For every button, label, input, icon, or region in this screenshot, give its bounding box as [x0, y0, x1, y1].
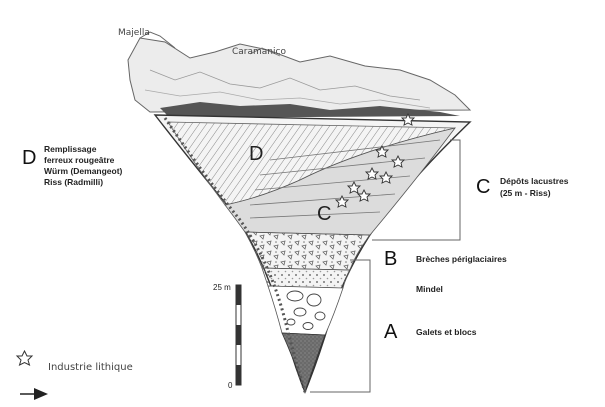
north-arrow-icon: [20, 388, 48, 400]
c-inlay-letter: C: [317, 203, 331, 225]
scale-bar: [236, 285, 241, 385]
c-letter: C: [476, 176, 490, 198]
a-letter: A: [384, 321, 398, 343]
caramanico-label: Caramanico: [232, 47, 286, 57]
majella-label: Majella: [118, 28, 150, 38]
d-line-3: Würm (Demangeot): [44, 166, 123, 176]
lithic-industry-icon: [17, 351, 32, 365]
d-line-4: Riss (Radmilli): [44, 177, 103, 187]
c-line-1: Dépôts lacustres: [500, 176, 569, 186]
b-line-1: Brèches périglaciaires: [416, 254, 507, 264]
b-line-2: Mindel: [416, 284, 443, 294]
scale-bottom-label: 0: [228, 381, 233, 390]
scale-top-label: 25 m: [213, 283, 231, 292]
d-inlay-letter: D: [249, 143, 263, 165]
c-line-2: (25 m - Riss): [500, 188, 551, 198]
layer-b: [245, 232, 370, 270]
legend-label: Industrie lithique: [48, 362, 133, 373]
b-letter: B: [384, 248, 397, 270]
landscape: [128, 32, 470, 118]
layer-base: [282, 333, 325, 392]
d-letter: D: [22, 147, 36, 169]
d-line-2: ferreux rougeâtre: [44, 155, 115, 165]
d-line-1: Remplissage: [44, 144, 97, 154]
a-line-1: Galets et blocs: [416, 327, 477, 337]
